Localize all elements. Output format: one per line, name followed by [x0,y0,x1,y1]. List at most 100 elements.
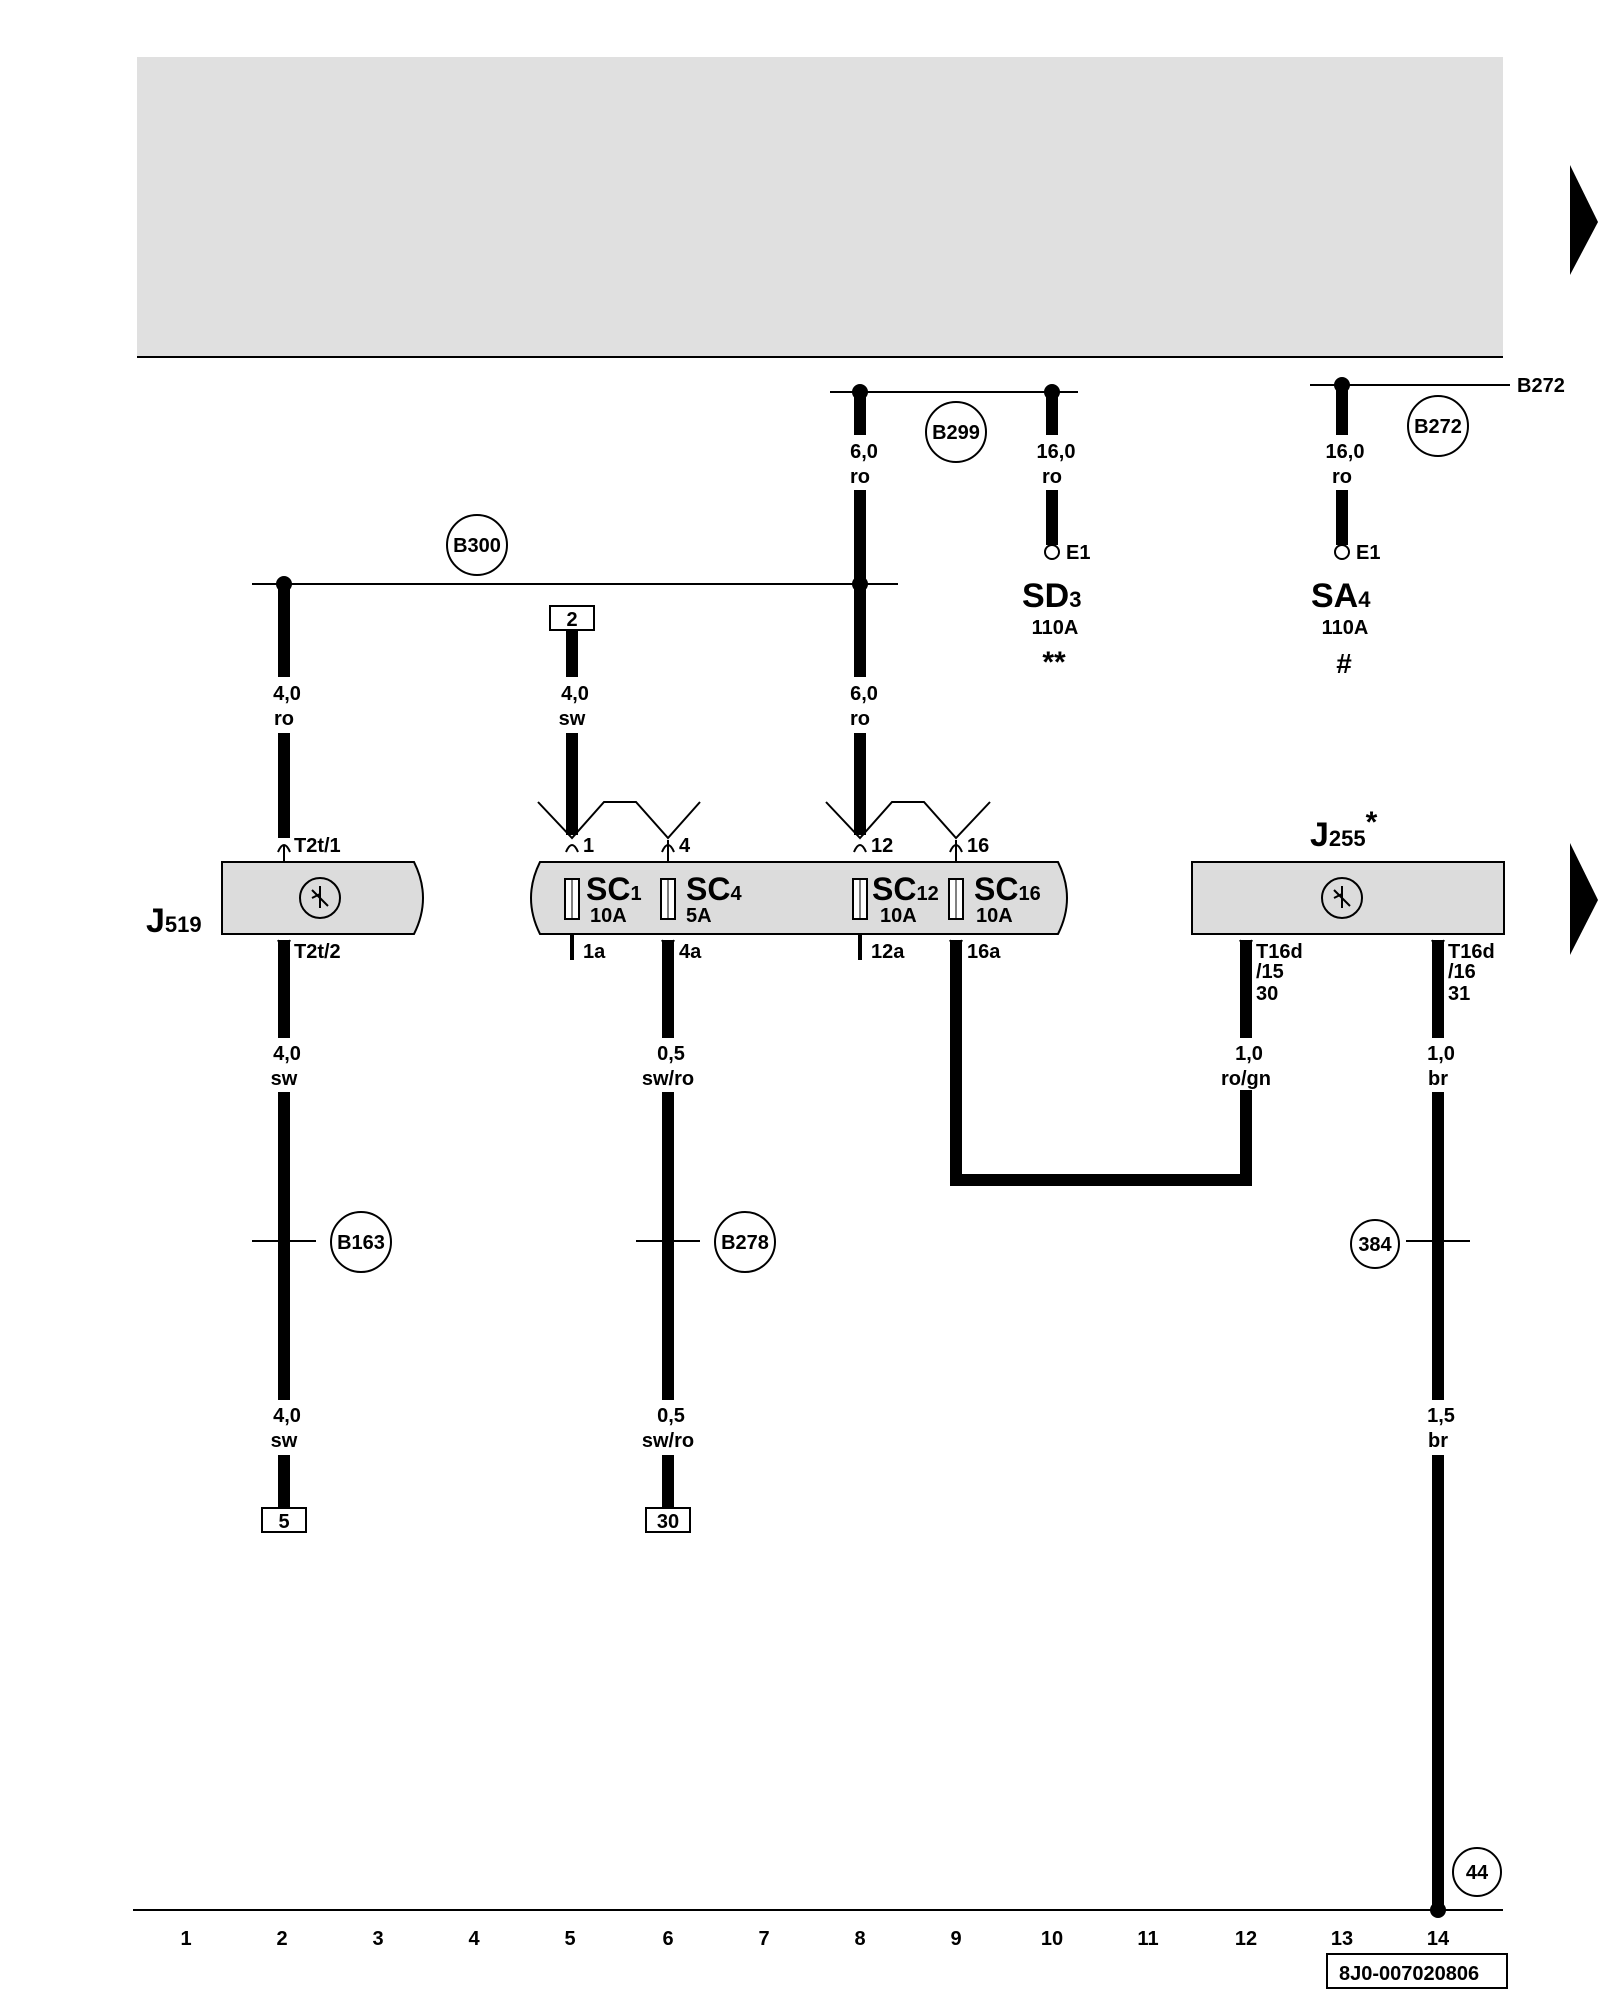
doc-id: 8J0-007020806 [1339,1963,1479,1985]
column-number: 12 [1235,1928,1257,1950]
ground-44-label: 44 [1466,1862,1489,1884]
j255-pin15-c: 30 [1256,983,1278,1005]
fuse-sc1-name: SC1 [586,871,642,907]
connector-b278-label: B278 [721,1232,769,1254]
fuse-sc1-rating: 10A [590,905,627,927]
fuse-sc1-pin-in: 1 [583,835,594,857]
wire-label-size: 1,5 [1427,1405,1455,1427]
j255-control-icon-glyph [1333,886,1351,908]
wire-label-color: br [1428,1430,1448,1452]
bridge-sc1-sc4 [537,801,701,840]
wire-label-size: 1,0 [1427,1043,1455,1065]
fuse-sc12-rating: 10A [880,905,917,927]
column-number: 9 [950,1928,961,1950]
connector-b299-label: B299 [932,422,980,444]
column-number: 14 [1427,1928,1450,1950]
next-page-arrow-top[interactable] [1570,165,1598,275]
column-number: 2 [276,1928,287,1950]
wire-label-size: 0,5 [657,1405,685,1427]
wire-label-color: sw [559,708,586,730]
column-number: 3 [372,1928,383,1950]
connector-b272 [1407,395,1469,457]
fuse-sd3-name: SD3 [1022,577,1081,615]
terminal-e1-label: E1 [1066,542,1090,564]
connector-384-label: 384 [1358,1234,1392,1256]
j519-pin-bot: T2t/2 [294,941,341,963]
column-number: 13 [1331,1928,1353,1950]
j255-control-icon [1321,877,1363,919]
terminal-e1-label: E1 [1356,542,1380,564]
connector-384 [1350,1219,1400,1269]
column-number: 1 [180,1928,191,1950]
wire-label-color: sw [271,1430,298,1452]
fuse-sc16-name: SC16 [974,871,1041,907]
terminal-e1 [1334,544,1350,560]
column-number: 7 [758,1928,769,1950]
wire-label-size: 6,0 [850,441,878,463]
j255-pin15-b: /15 [1256,961,1284,983]
wire-label-size: 6,0 [850,683,878,705]
wire-label-size: 4,0 [273,683,301,705]
module-j519[interactable] [221,861,424,935]
ref-box-30-label: 30 [657,1511,679,1533]
connector-b163 [330,1211,392,1273]
column-number: 10 [1041,1928,1063,1950]
wire-label-size: 16,0 [1037,441,1076,463]
wire-label-size: 16,0 [1326,441,1365,463]
bus-b272-label: B272 [1517,375,1565,397]
connector-b278 [714,1211,776,1273]
next-page-arrow-bottom[interactable] [1570,843,1598,955]
fuse-sc4-rating: 5A [686,905,712,927]
connector-b300 [446,514,508,576]
fuse-sa4-note: # [1336,648,1352,679]
wire-label-size: 4,0 [561,683,589,705]
fuse-sc12-name: SC12 [872,871,939,907]
fuse-sa4-rating: 110A [1322,617,1369,639]
fuse-sc4-pin-in: 4 [679,835,691,857]
j255-name: J255* [1310,806,1378,854]
pin-arrow [277,844,291,853]
column-number: 5 [564,1928,575,1950]
connector-b299 [925,401,987,463]
wire-label-color: ro [274,708,294,730]
ref-box-2-label: 2 [566,609,577,631]
wire-label-size: 4,0 [273,1405,301,1427]
fuse-sc4-name: SC4 [686,871,742,907]
j519-control-icon [299,877,341,919]
connector-b163-label: B163 [337,1232,385,1254]
fuse-sd3-note: ** [1042,646,1066,679]
ref-box-30[interactable] [645,1507,691,1533]
wire-sc16-to-j255 [950,940,1252,1186]
wire-label-color: sw [271,1068,298,1090]
fuse-sa4-name: SA4 [1311,577,1371,615]
column-number: 11 [1137,1928,1158,1950]
ref-box-5[interactable] [261,1507,307,1533]
fuse-sc1-pin-out: 1a [583,941,606,963]
ref-box-5-label: 5 [278,1511,289,1533]
fuse-sc16-pin-in: 16 [967,835,989,857]
ground-44 [1452,1847,1502,1897]
header-band [137,57,1503,357]
wire-label-color: ro [1332,466,1352,488]
bridge-sc12-sc16 [825,801,991,840]
wire-label-color: ro [850,708,870,730]
wire-label-size: 4,0 [273,1043,301,1065]
connector-b272-label: B272 [1414,416,1462,438]
wire-label-color: sw/ro [642,1430,694,1452]
j519-control-icon-glyph [311,886,329,908]
j519-name: J519 [146,902,202,940]
module-j255[interactable] [1191,861,1505,935]
fuse-sc12-pin-out: 12a [871,941,905,963]
wire-label-color: ro/gn [1221,1068,1271,1090]
j255-pin16-c: 31 [1448,983,1470,1005]
j519-pin-top: T2t/1 [294,835,341,857]
column-number: 8 [854,1928,865,1950]
j255-pin16-a: T16d [1448,941,1495,963]
wire-label-size: 0,5 [657,1043,685,1065]
terminal-e1 [1044,544,1060,560]
fuse-sd3-rating: 110A [1032,617,1079,639]
wire-label-color: sw/ro [642,1068,694,1090]
j255-pin16-b: /16 [1448,961,1476,983]
fuse-sc16-rating: 10A [976,905,1013,927]
